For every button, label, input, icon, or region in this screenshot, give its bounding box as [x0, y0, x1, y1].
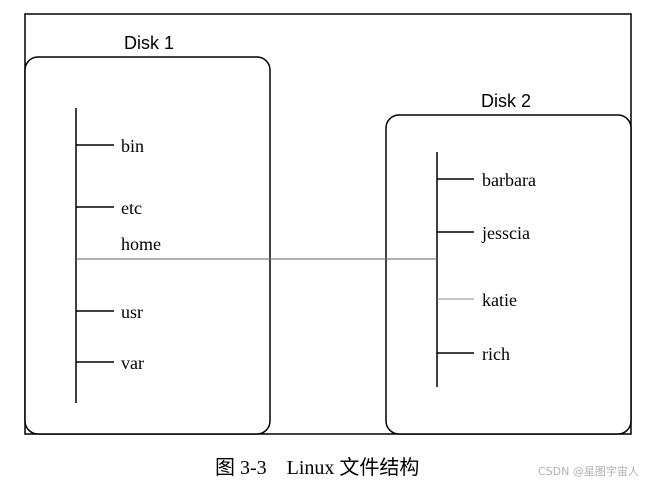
disk-2-box	[385, 114, 632, 435]
dir-barbara: barbara	[482, 170, 536, 190]
figure-caption: 图 3-3 Linux 文件结构	[215, 456, 419, 479]
dir-rich: rich	[482, 344, 510, 364]
dir-usr: usr	[121, 302, 143, 322]
dir-jesscia: jesscia	[481, 223, 530, 243]
disk-1-label: Disk 1	[124, 33, 174, 53]
dir-katie: katie	[482, 290, 517, 310]
dir-home: home	[121, 234, 161, 254]
disk-1-box	[24, 56, 271, 435]
disk-2-label: Disk 2	[481, 91, 531, 111]
disk-1: Disk 1 bin etc home usr var	[24, 33, 271, 435]
watermark: CSDN @星图宇宙人	[538, 464, 639, 478]
dir-etc: etc	[121, 198, 142, 218]
disk-2: Disk 2 barbara jesscia katie rich	[385, 91, 632, 435]
dir-var: var	[121, 353, 144, 373]
dir-bin: bin	[121, 136, 144, 156]
